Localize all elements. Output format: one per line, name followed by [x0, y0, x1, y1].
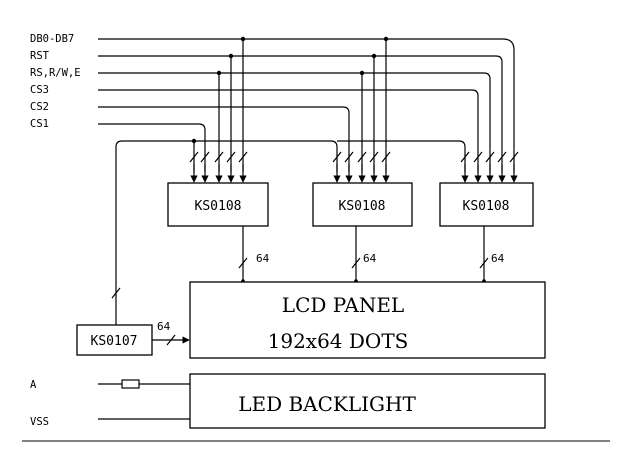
common-driver-ks0107: KS0107 [76, 140, 194, 356]
common-driver-label: KS0107 [91, 334, 138, 349]
pin-a-label: A [30, 379, 37, 391]
resistor-icon [121, 379, 140, 389]
backlight-title: LED BACKLIGHT [238, 392, 416, 416]
dbus-line [98, 38, 515, 172]
signal-label-rst: RST [30, 50, 50, 62]
signal-label-cs1: CS1 [30, 118, 49, 130]
driver2-label: KS0108 [339, 199, 386, 214]
signal-label-ctrl: RS,R/W,E [30, 67, 81, 79]
pin-vss-label: VSS [30, 416, 49, 428]
ctrl-line [98, 72, 491, 172]
lcd-panel: LCD PANEL 192x64 DOTS [189, 281, 546, 359]
driver-ks0108-2: KS0108 [312, 182, 413, 227]
bus-width-driver2: 64 [363, 252, 377, 265]
bus-width-driver1: 64 [256, 252, 270, 265]
driver-ks0108-3: KS0108 [439, 182, 534, 227]
driver1-inputs [193, 39, 244, 172]
cs2-line [98, 106, 350, 172]
bus-width-common: 64 [157, 320, 171, 333]
signal-label-cs3: CS3 [30, 84, 49, 96]
rst-line [98, 55, 503, 172]
driver-ks0108-1: KS0108 [167, 182, 269, 227]
input-arrows [189, 151, 519, 183]
cs1-line [98, 123, 206, 172]
bus-width-driver3: 64 [491, 252, 505, 265]
driver3-inputs [337, 140, 466, 172]
driver1-label: KS0108 [195, 199, 242, 214]
lcd-panel-title: LCD PANEL [282, 293, 404, 317]
driver2-inputs [194, 39, 387, 172]
driver3-label: KS0108 [463, 199, 510, 214]
cs3-line [98, 89, 479, 172]
led-backlight: LED BACKLIGHT [98, 373, 546, 429]
driver-output-buses [238, 226, 489, 283]
signal-label-dbus: DB0-DB7 [30, 33, 74, 45]
signal-lines [98, 38, 515, 172]
lcd-panel-resolution: 192x64 DOTS [268, 329, 409, 353]
signal-label-cs2: CS2 [30, 101, 49, 113]
